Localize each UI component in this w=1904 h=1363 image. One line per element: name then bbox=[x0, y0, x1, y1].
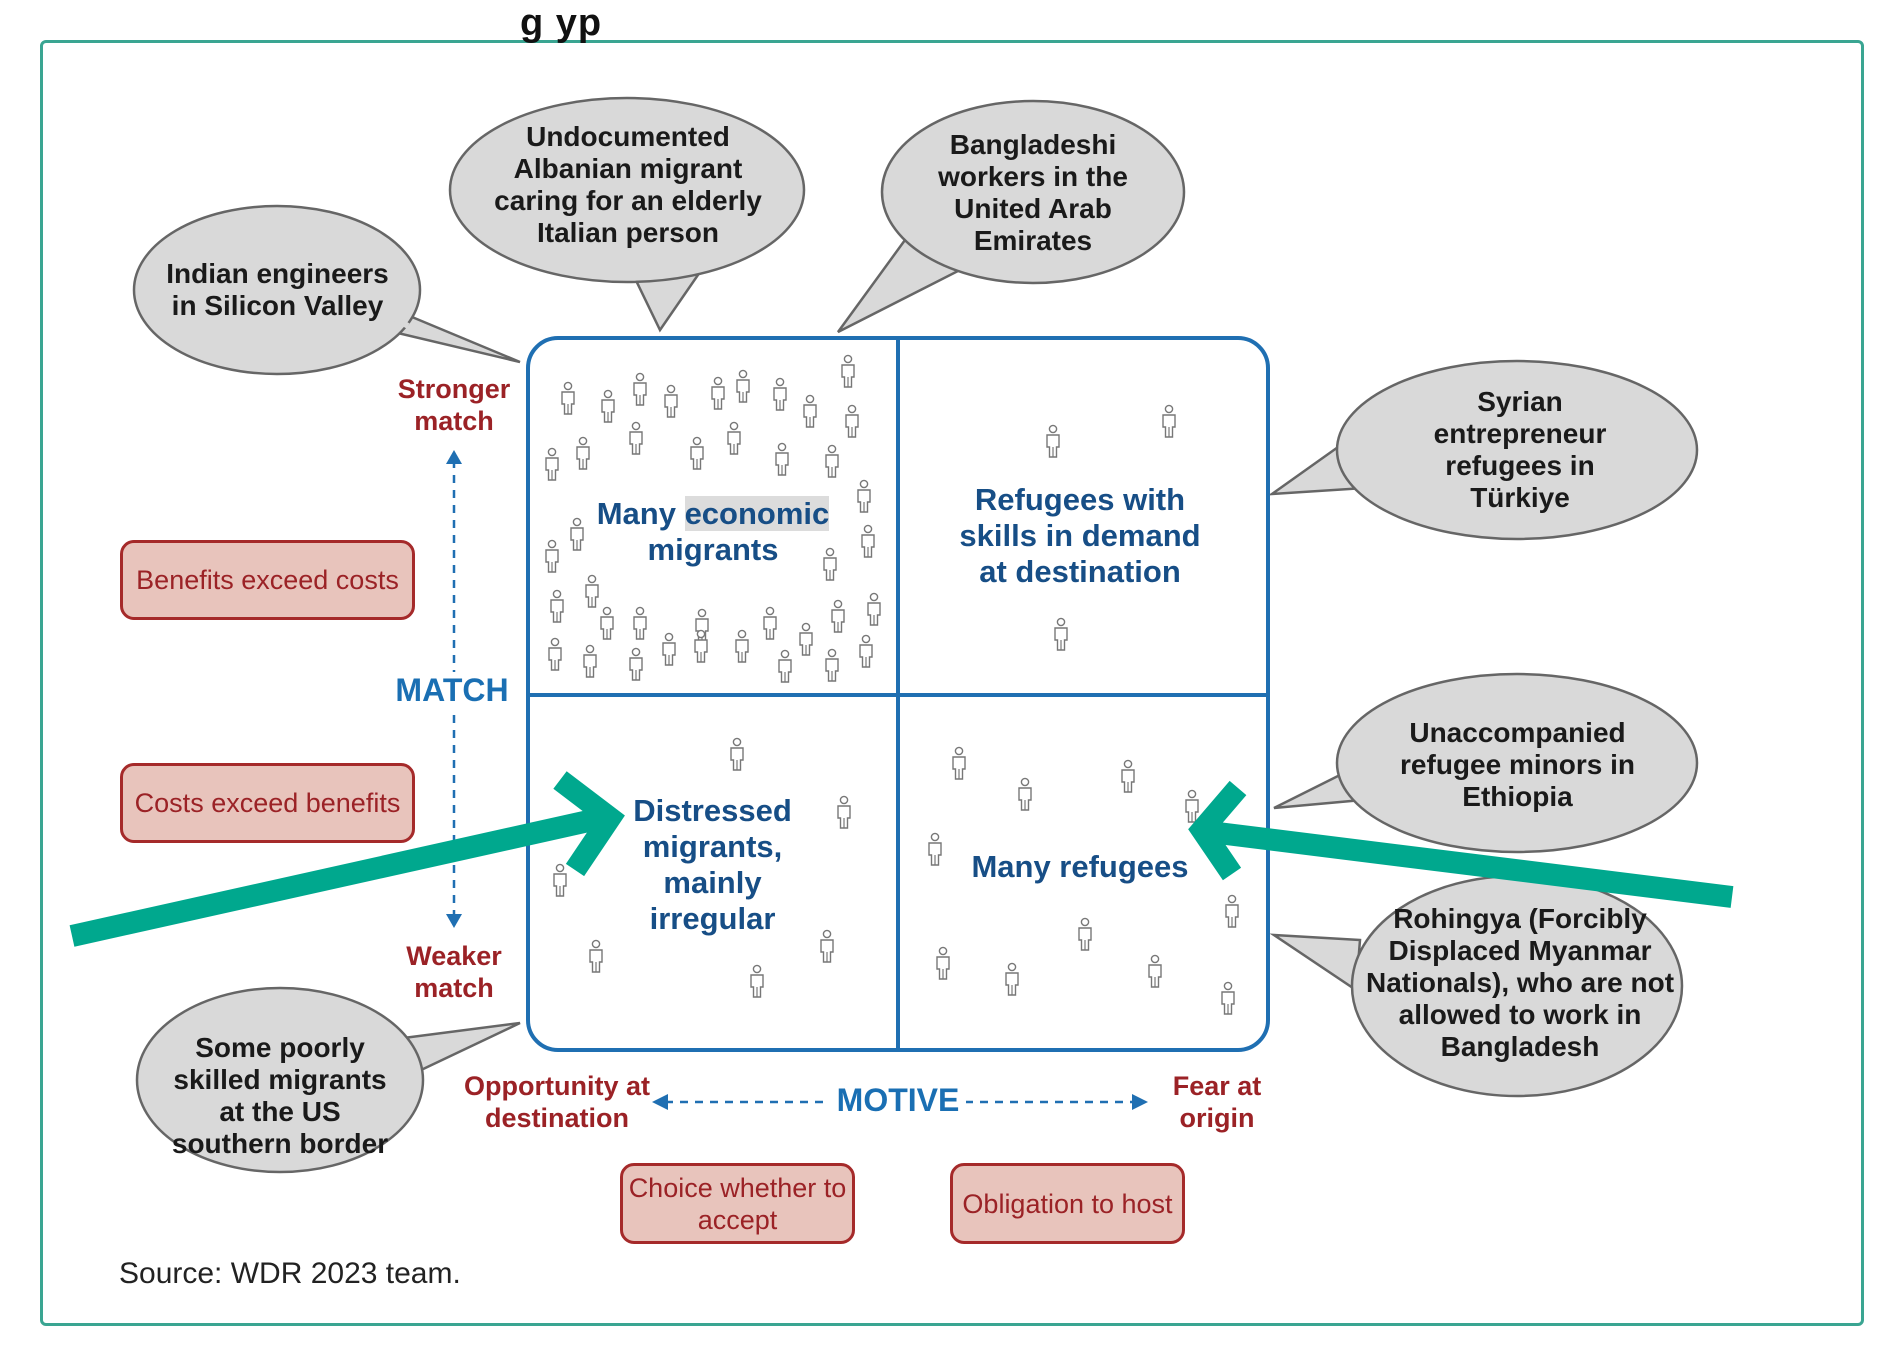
person-icon bbox=[867, 592, 881, 626]
bubble-ethiopia-minors: Unaccompanied refugee minors in Ethiopia bbox=[1400, 717, 1635, 812]
fear-label: Fear at origin bbox=[1172, 1071, 1262, 1133]
person-icon bbox=[825, 444, 839, 478]
person-icon bbox=[583, 644, 597, 678]
person-icon bbox=[820, 929, 834, 963]
person-icon bbox=[1005, 962, 1019, 996]
person-icon bbox=[600, 606, 614, 640]
person-icon bbox=[711, 376, 725, 410]
choice-whether-to-accept-tag: Choice whether to accept bbox=[620, 1163, 855, 1244]
motive-axis bbox=[652, 1094, 1148, 1110]
person-icon bbox=[1221, 981, 1235, 1015]
stronger-match-label: Stronger match bbox=[397, 374, 511, 436]
person-icon bbox=[831, 599, 845, 633]
weaker-match-label: Weaker match bbox=[406, 941, 502, 1003]
arrow-into-many-refugees bbox=[1188, 780, 1734, 908]
person-icon bbox=[841, 354, 855, 388]
obligation-to-host-tag: Obligation to host bbox=[950, 1163, 1185, 1244]
person-icon bbox=[837, 795, 851, 829]
bubble-rohingya-shape bbox=[1269, 874, 1684, 1098]
person-icon bbox=[825, 648, 839, 682]
person-icon bbox=[629, 647, 643, 681]
bubble-syrian-entrepreneurs: Syrian entrepreneur refugees in Türkiye bbox=[1433, 386, 1607, 513]
person-icon bbox=[750, 964, 764, 998]
person-icon bbox=[936, 946, 950, 980]
person-icon bbox=[570, 517, 584, 551]
person-icon bbox=[775, 442, 789, 476]
person-icon bbox=[576, 436, 590, 470]
opportunity-label: Opportunity at destination bbox=[464, 1071, 650, 1133]
person-icon bbox=[799, 622, 813, 656]
person-icon bbox=[778, 649, 792, 683]
costs-exceed-benefits-tag: Costs exceed benefits bbox=[120, 763, 415, 843]
person-icon bbox=[803, 394, 817, 428]
bubble-us-border-shape bbox=[135, 986, 521, 1174]
people-cluster-bottom-left bbox=[553, 737, 851, 998]
person-icon bbox=[1148, 954, 1162, 988]
person-icon bbox=[664, 384, 678, 418]
person-icon bbox=[690, 436, 704, 470]
people-cluster-bottom-right bbox=[928, 746, 1239, 1015]
match-axis-label: MATCH bbox=[388, 672, 516, 709]
people-cluster-top-left bbox=[545, 354, 881, 683]
person-icon bbox=[545, 447, 559, 481]
person-icon bbox=[1078, 917, 1092, 951]
person-icon bbox=[633, 606, 647, 640]
person-icon bbox=[694, 629, 708, 663]
person-icon bbox=[736, 369, 750, 403]
bubble-indian-engineers: Indian engineers in Silicon Valley bbox=[166, 258, 389, 321]
person-icon bbox=[773, 377, 787, 411]
figure-title-cropped: g yp bbox=[520, 2, 603, 44]
bubble-albanian-migrant: Undocumented Albanian migrant caring for… bbox=[494, 121, 762, 248]
people-cluster-top-right bbox=[1046, 404, 1176, 651]
person-icon bbox=[601, 389, 615, 423]
person-icon bbox=[1225, 894, 1239, 928]
benefits-exceed-costs-tag: Benefits exceed costs bbox=[120, 540, 415, 620]
figure-frame bbox=[40, 40, 1864, 1326]
person-icon bbox=[952, 746, 966, 780]
person-icon bbox=[1162, 404, 1176, 438]
person-icon bbox=[763, 606, 777, 640]
bubble-indian-engineers-shape bbox=[132, 204, 521, 376]
person-icon bbox=[585, 574, 599, 608]
source-note-cropped: Source: WDR 2023 team. bbox=[119, 1257, 461, 1290]
person-icon bbox=[730, 737, 744, 771]
bubble-syrian-shape bbox=[1267, 359, 1699, 541]
bubble-rohingya: Rohingya (Forcibly Displaced Myanmar Nat… bbox=[1365, 902, 1675, 1062]
person-icon bbox=[633, 372, 647, 406]
bubble-bangladeshi-workers: Bangladeshi workers in the United Arab E… bbox=[938, 129, 1128, 256]
motive-axis-label: MOTIVE bbox=[830, 1082, 966, 1119]
bubble-ethiopia-shape bbox=[1273, 672, 1699, 854]
person-icon bbox=[1018, 777, 1032, 811]
person-icon bbox=[1121, 759, 1135, 793]
person-icon bbox=[662, 632, 676, 666]
quadrant-bottom-left-label: Distressed migrants, mainly irregular bbox=[633, 793, 792, 936]
quadrant-top-right-label: Refugees with skills in demand at destin… bbox=[959, 482, 1201, 589]
person-icon bbox=[727, 421, 741, 455]
bubble-albanian-shape bbox=[448, 96, 806, 333]
bubble-bangladeshi-shape bbox=[836, 99, 1186, 334]
person-icon bbox=[845, 404, 859, 438]
person-icon bbox=[861, 524, 875, 558]
person-icon bbox=[1046, 424, 1060, 458]
person-icon bbox=[550, 589, 564, 623]
person-icon bbox=[823, 547, 837, 581]
arrow-into-distressed-migrants bbox=[69, 771, 625, 947]
person-icon bbox=[1054, 617, 1068, 651]
person-icon bbox=[857, 479, 871, 513]
person-icon bbox=[553, 863, 567, 897]
person-icon bbox=[735, 629, 749, 663]
person-icon bbox=[859, 634, 873, 668]
bubble-us-border-migrants: Some poorly skilled migrants at the US s… bbox=[171, 1032, 389, 1159]
person-icon bbox=[545, 539, 559, 573]
person-icon bbox=[928, 832, 942, 866]
quadrant-bottom-right-label: Many refugees bbox=[971, 849, 1189, 884]
person-icon bbox=[561, 381, 575, 415]
person-icon bbox=[589, 939, 603, 973]
person-icon bbox=[629, 421, 643, 455]
person-icon bbox=[548, 637, 562, 671]
